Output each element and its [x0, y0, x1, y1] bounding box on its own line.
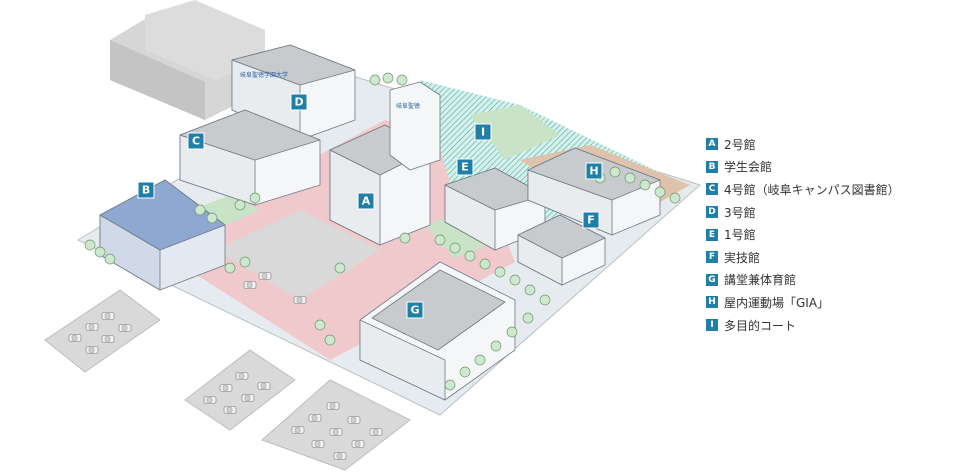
legend-key-b: B: [706, 160, 718, 173]
legend-label-c: 4号館（岐阜キャンパス図書館）: [724, 182, 900, 197]
building-a: 岐阜聖徳: [329, 81, 441, 246]
marker-e-label: E: [461, 161, 469, 174]
marker-c[interactable]: C: [187, 132, 205, 150]
legend-item-c[interactable]: C 4号館（岐阜キャンパス図書館）: [706, 178, 946, 201]
building-f: [517, 214, 606, 286]
legend-item-a[interactable]: A 2号館: [706, 133, 946, 156]
marker-d[interactable]: D: [290, 93, 308, 111]
tower-sign: 岐阜聖徳: [396, 102, 420, 110]
building-b: [99, 179, 226, 291]
marker-f-label: F: [587, 214, 595, 227]
university-sign: 岐阜聖徳学園大学: [240, 71, 288, 79]
marker-h-label: H: [589, 165, 598, 178]
building-c: [179, 109, 321, 206]
legend-label-h: 屋内運動場「GIA」: [724, 295, 830, 310]
legend-key-g: G: [706, 273, 718, 286]
legend-item-b[interactable]: B 学生会館: [706, 156, 946, 179]
marker-c-label: C: [192, 135, 200, 148]
legend-key-a: A: [706, 138, 718, 151]
legend-label-g: 講堂兼体育館: [724, 273, 797, 288]
legend-item-d[interactable]: D 3号館: [706, 201, 946, 224]
legend-item-g[interactable]: G 講堂兼体育館: [706, 269, 946, 292]
legend-label-d: 3号館: [724, 205, 756, 220]
legend-label-b: 学生会館: [724, 160, 773, 175]
marker-d-label: D: [294, 96, 303, 109]
legend-item-h[interactable]: H 屋内運動場「GIA」: [706, 291, 946, 314]
legend-key-c: C: [706, 183, 718, 196]
legend-item-e[interactable]: E 1号館: [706, 223, 946, 246]
legend: A 2号館 B 学生会館 C 4号館（岐阜キャンパス図書館） D 3号館 E 1…: [706, 133, 946, 336]
building-e: [444, 167, 546, 251]
legend-label-f: 実技館: [724, 250, 761, 265]
legend-item-f[interactable]: F 実技館: [706, 246, 946, 269]
legend-key-i: I: [706, 319, 718, 332]
legend-key-e: E: [706, 228, 718, 241]
marker-e[interactable]: E: [456, 158, 474, 176]
legend-key-d: D: [706, 206, 718, 219]
marker-a[interactable]: A: [357, 192, 375, 210]
building-g: [359, 261, 516, 401]
marker-h[interactable]: H: [585, 162, 603, 180]
legend-key-f: F: [706, 251, 718, 264]
marker-g[interactable]: G: [406, 301, 424, 319]
legend-label-i: 多目的コート: [724, 318, 797, 333]
legend-label-e: 1号館: [724, 228, 756, 243]
marker-b[interactable]: B: [137, 181, 155, 199]
marker-g-label: G: [410, 304, 419, 317]
marker-i[interactable]: I: [474, 123, 492, 141]
building-d: 岐阜聖徳学園大学: [231, 44, 356, 141]
marker-i-label: I: [481, 126, 485, 139]
marker-f[interactable]: F: [582, 211, 600, 229]
legend-item-i[interactable]: I 多目的コート: [706, 314, 946, 337]
marker-a-label: A: [362, 195, 371, 208]
marker-b-label: B: [142, 184, 150, 197]
legend-key-h: H: [706, 296, 718, 309]
parking-lots: [44, 289, 411, 471]
legend-label-a: 2号館: [724, 137, 756, 152]
